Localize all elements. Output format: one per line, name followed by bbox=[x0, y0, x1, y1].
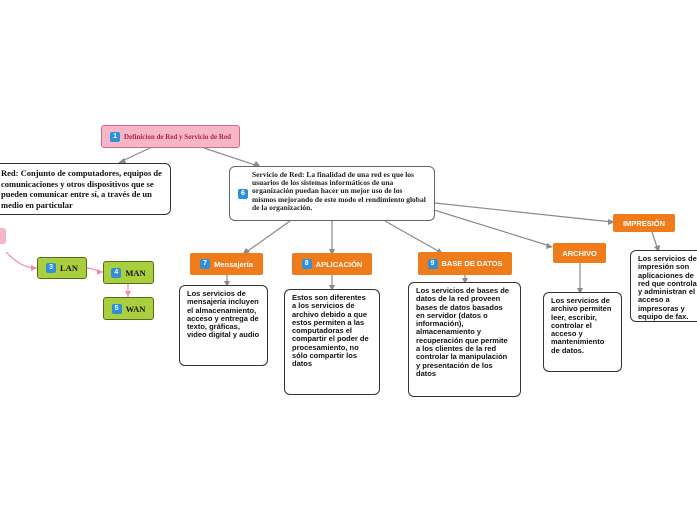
root-number-badge: 1 bbox=[110, 131, 121, 142]
mensajeria-node[interactable]: 7 Mensajería bbox=[190, 253, 263, 275]
offscreen-pink-node[interactable] bbox=[0, 228, 6, 244]
impresion-node[interactable]: IMPRESIÓN bbox=[613, 214, 675, 232]
aplicacion-description: Estos son diferentes a los servicios de … bbox=[292, 293, 369, 369]
impresion-description: Los servicios de impresión son aplicacio… bbox=[638, 254, 697, 322]
aplicacion-description-node[interactable]: Estos son diferentes a los servicios de … bbox=[284, 289, 380, 395]
root-node[interactable]: 1 Definicion de Red y Servicio de Red bbox=[101, 125, 240, 148]
archivo-label: ARCHIVO bbox=[562, 248, 597, 258]
lan-number-badge: 3 bbox=[46, 263, 57, 273]
network-service-node[interactable]: 6 Servicio de Red: La finalidad de una r… bbox=[229, 166, 435, 221]
arrow-archivo bbox=[546, 243, 553, 249]
mensajeria-description-node[interactable]: Los servicios de mensajería incluyen el … bbox=[179, 285, 268, 366]
root-label: Definicion de Red y Servicio de Red bbox=[124, 132, 231, 141]
link-service-impresion bbox=[434, 202, 613, 223]
link-service-basedatos bbox=[384, 220, 441, 253]
arrow-definition bbox=[117, 158, 126, 164]
arrow-man bbox=[97, 269, 103, 275]
man-number-badge: 4 bbox=[111, 267, 122, 278]
impresion-label: IMPRESIÓN bbox=[622, 218, 666, 228]
arrow-wan bbox=[125, 291, 131, 297]
base-datos-number-badge: 9 bbox=[427, 258, 438, 269]
arrow-lan bbox=[31, 265, 37, 271]
arrow-service bbox=[253, 161, 261, 167]
link-service-mensajeria bbox=[244, 220, 291, 254]
service-number-badge: 6 bbox=[238, 189, 248, 199]
wan-number-badge: 5 bbox=[111, 303, 122, 314]
network-service-text: Servicio de Red: La finalidad de una red… bbox=[252, 170, 426, 212]
mensajeria-number-badge: 7 bbox=[200, 259, 211, 269]
base-datos-description-node[interactable]: Los servicios de bases de datos de la re… bbox=[408, 282, 521, 397]
wan-label: WAN bbox=[125, 303, 146, 314]
lan-node[interactable]: 3 LAN bbox=[37, 257, 87, 279]
link-root-definition bbox=[119, 147, 151, 163]
aplicacion-node[interactable]: 8 APLICACIÓN bbox=[292, 253, 372, 275]
aplicacion-number-badge: 8 bbox=[301, 259, 312, 269]
archivo-description-node[interactable]: Los servicios de archivo permiten leer, … bbox=[543, 292, 622, 372]
impresion-description-node[interactable]: Los servicios de impresión son aplicacio… bbox=[630, 250, 697, 322]
man-label: MAN bbox=[125, 267, 146, 278]
arrow-mensajeria-desc bbox=[224, 281, 230, 287]
arrow-aplicacion-desc bbox=[329, 285, 335, 291]
archivo-node[interactable]: ARCHIVO bbox=[553, 243, 606, 263]
network-definition-text: Red: Conjunto de computadores, equipos d… bbox=[1, 168, 162, 210]
aplicacion-label: APLICACIÓN bbox=[315, 259, 363, 269]
link-pink-lan bbox=[5, 251, 38, 269]
base-datos-description: Los servicios de bases de datos de la re… bbox=[416, 286, 509, 378]
arrow-impresion bbox=[608, 219, 615, 225]
network-definition-node[interactable]: Red: Conjunto de computadores, equipos d… bbox=[0, 163, 171, 215]
mensajeria-description: Los servicios de mensajería incluyen el … bbox=[187, 289, 260, 340]
archivo-description: Los servicios de archivo permiten leer, … bbox=[551, 296, 612, 355]
base-datos-node[interactable]: 9 BASE DE DATOS bbox=[418, 252, 512, 275]
mensajeria-label: Mensajería bbox=[214, 259, 253, 269]
lan-label: LAN bbox=[60, 263, 78, 273]
arrow-archivo-desc bbox=[577, 288, 583, 294]
arrow-aplicacion bbox=[329, 249, 335, 256]
arrow-basedatos-desc bbox=[462, 278, 468, 284]
wan-node[interactable]: 5 WAN bbox=[103, 297, 154, 320]
man-node[interactable]: 4 MAN bbox=[103, 261, 154, 284]
link-root-service bbox=[203, 147, 259, 167]
base-datos-label: BASE DE DATOS bbox=[441, 259, 503, 268]
link-service-archivo bbox=[433, 209, 551, 247]
